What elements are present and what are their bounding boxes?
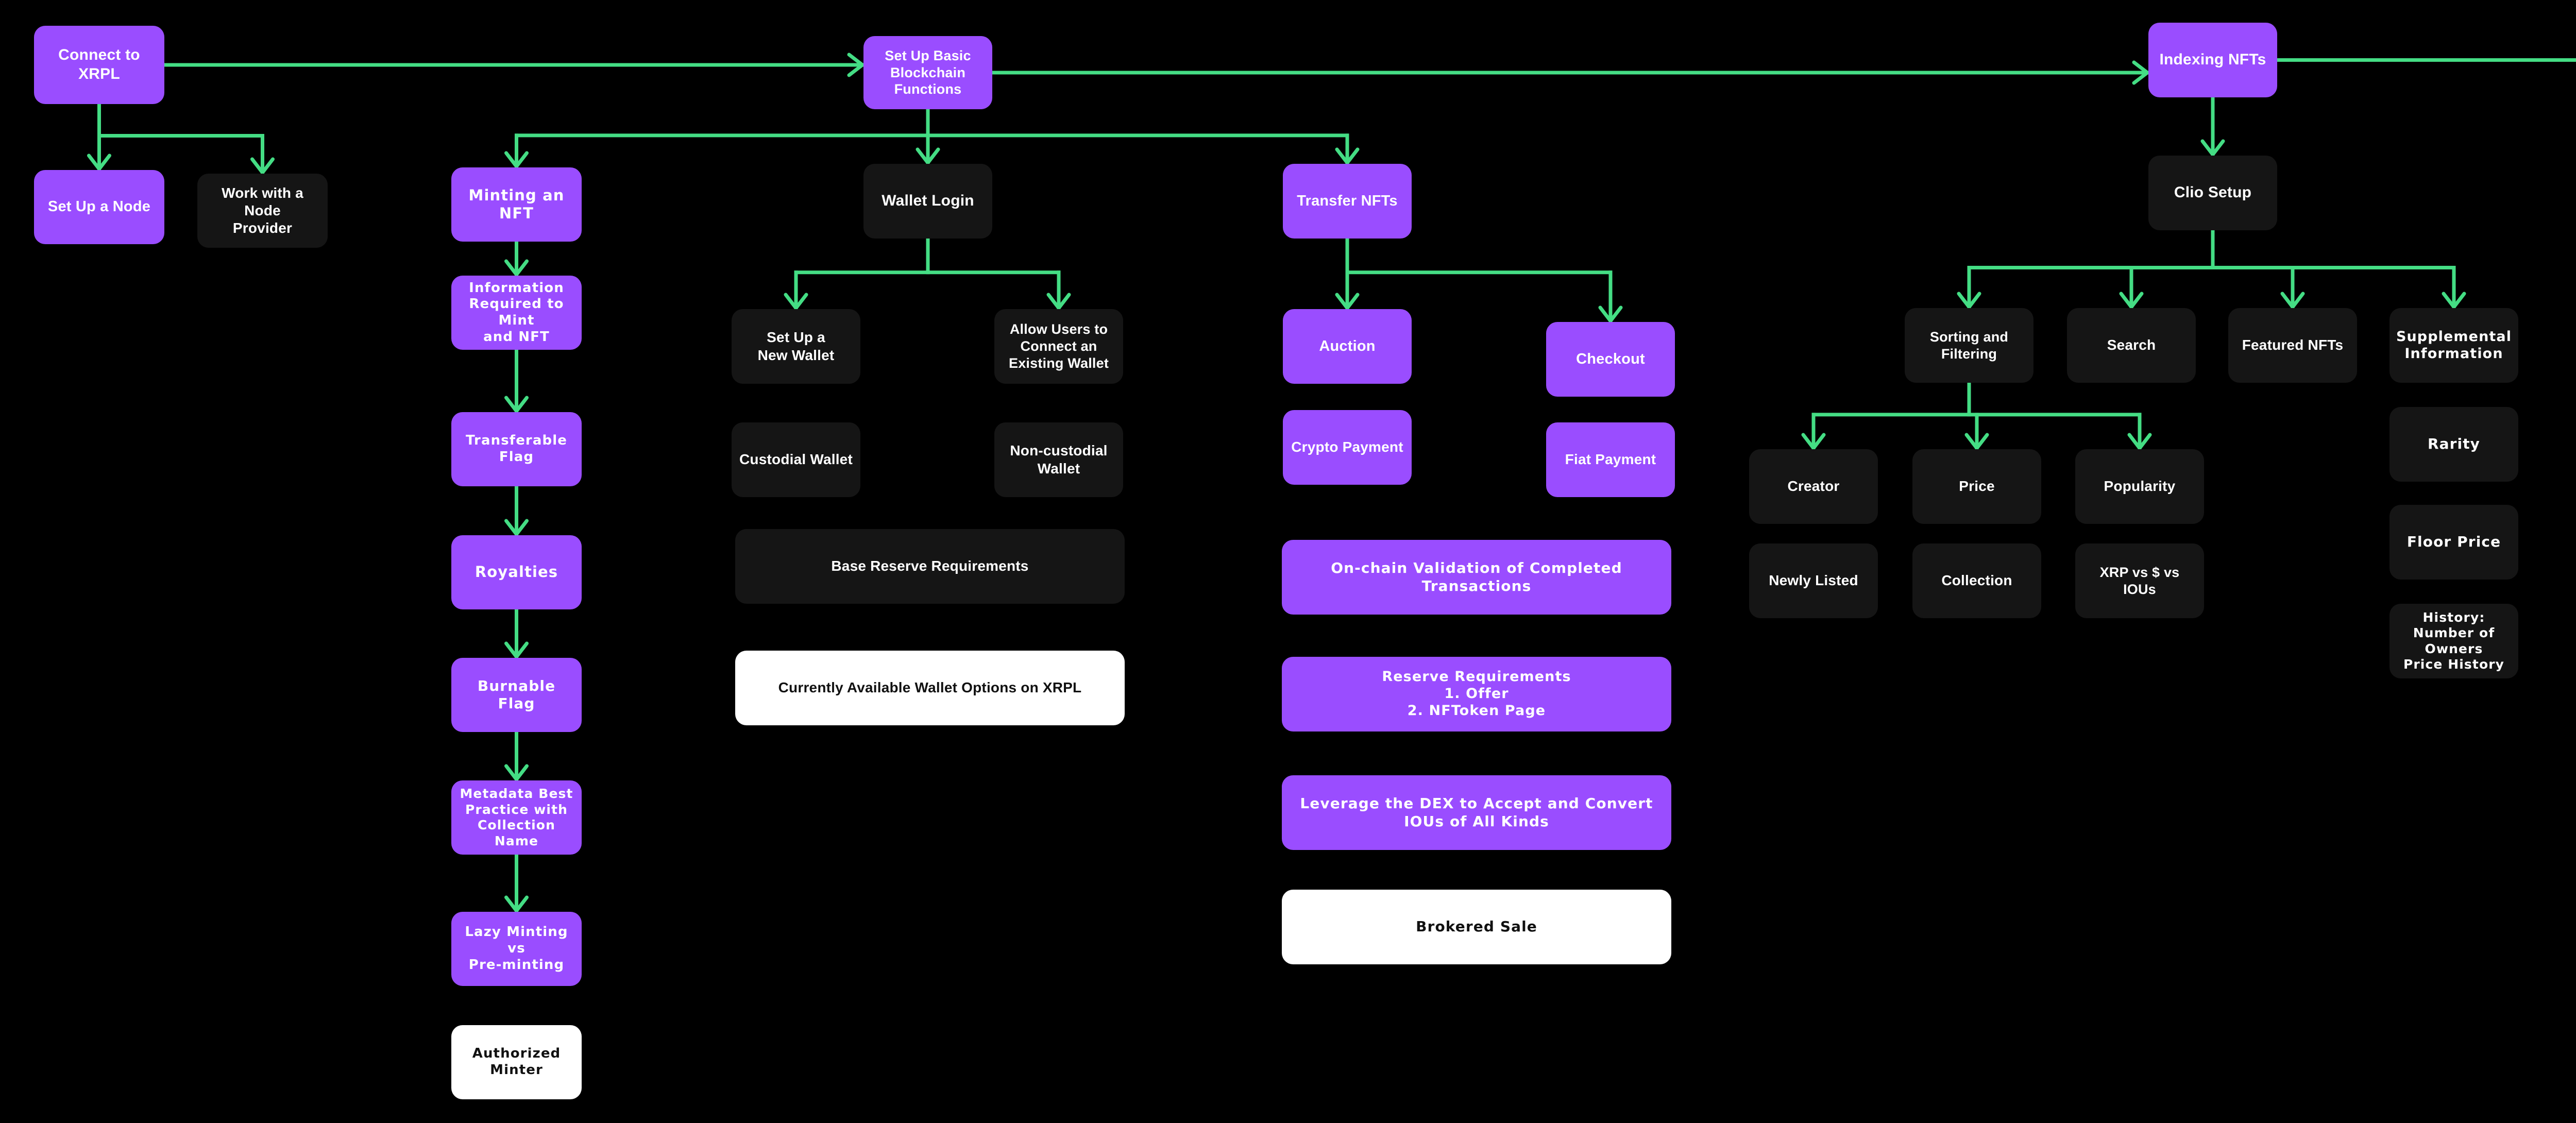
node-non-custodial-wallet[interactable]: Non-custodial Wallet bbox=[994, 422, 1123, 497]
node-label: Burnable Flag bbox=[477, 677, 556, 712]
node-on-chain-validation-of-completed-transactions[interactable]: On-chain Validation of Completed Transac… bbox=[1282, 540, 1671, 615]
node-popularity[interactable]: Popularity bbox=[2075, 449, 2204, 524]
node-label: Allow Users to Connect an Existing Walle… bbox=[1008, 321, 1109, 371]
node-price[interactable]: Price bbox=[1912, 449, 2041, 524]
node-search[interactable]: Search bbox=[2067, 308, 2196, 383]
node-allow-users-to-connect-an-existing-wallet[interactable]: Allow Users to Connect an Existing Walle… bbox=[994, 309, 1123, 384]
node-label: Collection bbox=[1941, 572, 2012, 589]
node-auction[interactable]: Auction bbox=[1283, 309, 1412, 384]
node-label: Auction bbox=[1319, 337, 1376, 354]
node-metadata-best-practice-with-collection-name[interactable]: Metadata Best Practice with Collection N… bbox=[451, 780, 582, 855]
node-set-up-basic-blockchain-functions[interactable]: Set Up Basic Blockchain Functions bbox=[863, 36, 992, 109]
node-currently-available-wallet-options-on-xrpl[interactable]: Currently Available Wallet Options on XR… bbox=[735, 651, 1125, 725]
node-label: Set Up Basic Blockchain Functions bbox=[885, 47, 971, 97]
node-label: Base Reserve Requirements bbox=[831, 558, 1029, 574]
node-label: Information Required to Mint and NFT bbox=[469, 280, 564, 345]
node-custodial-wallet[interactable]: Custodial Wallet bbox=[732, 422, 860, 497]
node-lazy-minting-vs-pre-minting[interactable]: Lazy Minting vs Pre-minting bbox=[451, 912, 582, 986]
node-label: XRP vs $ vs IOUs bbox=[2099, 564, 2180, 597]
node-label: Metadata Best Practice with Collection N… bbox=[460, 786, 573, 848]
node-label: On-chain Validation of Completed Transac… bbox=[1331, 559, 1622, 594]
node-label: History: Number of Owners Price History bbox=[2403, 609, 2505, 672]
node-crypto-payment[interactable]: Crypto Payment bbox=[1283, 410, 1412, 485]
node-label: Transferable Flag bbox=[466, 433, 567, 465]
node-label: Featured NFTs bbox=[2242, 337, 2344, 353]
node-fiat-payment[interactable]: Fiat Payment bbox=[1546, 422, 1675, 497]
node-featured-nfts[interactable]: Featured NFTs bbox=[2228, 308, 2357, 383]
node-label: Crypto Payment bbox=[1291, 439, 1403, 455]
node-label: Work with a Node Provider bbox=[222, 184, 303, 236]
node-floor-price[interactable]: Floor Price bbox=[2389, 505, 2518, 580]
node-label: Sorting and Filtering bbox=[1929, 329, 2009, 362]
node-label: Clio Setup bbox=[2174, 184, 2252, 201]
node-label: Supplemental Information bbox=[2396, 328, 2512, 362]
node-brokered-sale[interactable]: Brokered Sale bbox=[1282, 890, 1671, 964]
node-label: Fiat Payment bbox=[1565, 451, 1656, 468]
node-newly-listed[interactable]: Newly Listed bbox=[1749, 543, 1878, 618]
node-label: Popularity bbox=[2104, 478, 2176, 495]
node-transfer-nfts[interactable]: Transfer NFTs bbox=[1283, 164, 1412, 239]
node-reserve-requirements[interactable]: Reserve Requirements 1. Offer 2. NFToken… bbox=[1282, 657, 1671, 731]
node-label: Minting an NFT bbox=[468, 186, 565, 222]
node-label: Indexing NFTs bbox=[2159, 51, 2266, 69]
node-sorting-and-filtering[interactable]: Sorting and Filtering bbox=[1905, 308, 2033, 383]
node-label: Authorized Minter bbox=[472, 1046, 561, 1078]
node-label: Leverage the DEX to Accept and Convert I… bbox=[1300, 795, 1653, 830]
node-label: Set Up a New Wallet bbox=[757, 329, 835, 363]
node-label: Custodial Wallet bbox=[739, 451, 853, 468]
node-label: Lazy Minting vs Pre-minting bbox=[465, 924, 568, 973]
node-label: Transfer NFTs bbox=[1297, 192, 1398, 209]
node-label: Price bbox=[1959, 478, 1995, 495]
node-indexing-nfts[interactable]: Indexing NFTs bbox=[2148, 23, 2277, 97]
node-work-with-a-node-provider[interactable]: Work with a Node Provider bbox=[197, 174, 328, 248]
node-label: Wallet Login bbox=[882, 192, 974, 210]
node-connect-to-xrpl[interactable]: Connect to XRPL bbox=[34, 26, 164, 104]
node-clio-setup[interactable]: Clio Setup bbox=[2148, 156, 2277, 230]
node-authorized-minter[interactable]: Authorized Minter bbox=[451, 1025, 582, 1099]
node-label: Newly Listed bbox=[1769, 572, 1858, 589]
node-label: Rarity bbox=[2427, 435, 2481, 453]
node-transferable-flag[interactable]: Transferable Flag bbox=[451, 412, 582, 486]
node-rarity[interactable]: Rarity bbox=[2389, 407, 2518, 482]
node-label: Connect to XRPL bbox=[58, 46, 140, 82]
node-label: Reserve Requirements 1. Offer 2. NFToken… bbox=[1382, 669, 1571, 719]
node-label: Search bbox=[2107, 337, 2156, 353]
node-creator[interactable]: Creator bbox=[1749, 449, 1878, 524]
node-set-up-a-new-wallet[interactable]: Set Up a New Wallet bbox=[732, 309, 860, 384]
node-label: Checkout bbox=[1576, 350, 1645, 367]
node-minting-an-nft[interactable]: Minting an NFT bbox=[451, 167, 582, 242]
node-collection[interactable]: Collection bbox=[1912, 543, 2041, 618]
node-base-reserve-requirements[interactable]: Base Reserve Requirements bbox=[735, 529, 1125, 604]
node-information-required-to-mint-and-nft[interactable]: Information Required to Mint and NFT bbox=[451, 276, 582, 350]
node-label: Royalties bbox=[474, 563, 558, 581]
node-xrp-vs-usd-vs-ious[interactable]: XRP vs $ vs IOUs bbox=[2075, 543, 2204, 618]
node-label: Brokered Sale bbox=[1416, 918, 1537, 935]
node-set-up-a-node[interactable]: Set Up a Node bbox=[34, 170, 164, 244]
node-burnable-flag[interactable]: Burnable Flag bbox=[451, 658, 582, 732]
node-history-number-of-owners-price-history[interactable]: History: Number of Owners Price History bbox=[2389, 604, 2518, 678]
node-wallet-login[interactable]: Wallet Login bbox=[863, 164, 992, 239]
node-label: Set Up a Node bbox=[47, 198, 151, 215]
node-checkout[interactable]: Checkout bbox=[1546, 322, 1675, 397]
node-supplemental-information[interactable]: Supplemental Information bbox=[2389, 308, 2518, 383]
node-label: Creator bbox=[1787, 478, 1840, 495]
node-leverage-the-dex[interactable]: Leverage the DEX to Accept and Convert I… bbox=[1282, 775, 1671, 850]
node-royalties[interactable]: Royalties bbox=[451, 535, 582, 609]
node-label: Non-custodial Wallet bbox=[1010, 443, 1108, 477]
node-label: Currently Available Wallet Options on XR… bbox=[778, 679, 1082, 696]
node-label: Floor Price bbox=[2406, 533, 2501, 551]
